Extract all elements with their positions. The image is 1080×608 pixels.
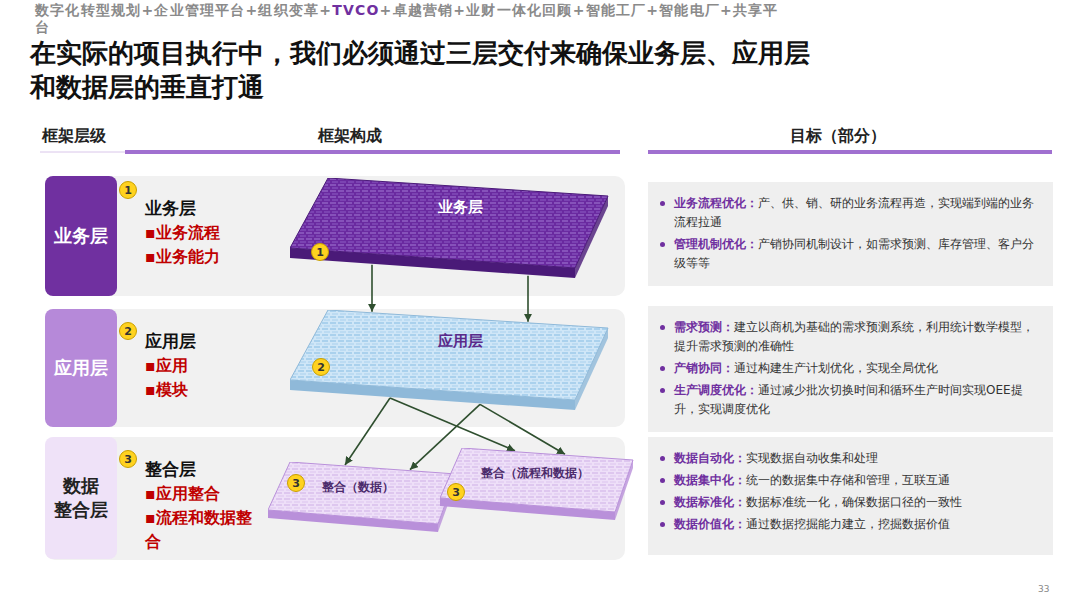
bullet-dot (660, 500, 665, 505)
goal-row: 管理机制优化：产销协同机制设计，如需求预测、库存管理、客户分级等等 (660, 235, 1041, 273)
plate-title: 应用层 (405, 332, 515, 351)
layer-tag: 应用层 (54, 356, 108, 380)
bullet-dot (660, 456, 665, 461)
band-text-block: 应用层▪应用▪模块 (145, 329, 265, 402)
breadcrumb: 数字化转型规划+企业管理平台+组织变革+TVCO+卓越营销+业财一体化回顾+智能… (35, 2, 780, 36)
layer-tag-box: 应用层 (45, 309, 117, 427)
column-header: 框架构成 (318, 126, 382, 147)
goal-text: 产销协同：通过构建生产计划优化，实现全局优化 (674, 359, 938, 378)
flow-arrow (371, 265, 373, 312)
bullet-dot (660, 478, 665, 483)
bullet-dot (660, 325, 665, 330)
callout-number: 1 (119, 181, 137, 199)
callout-number: 3 (287, 474, 305, 492)
bullet-dot (660, 366, 665, 371)
goal-row: 数据自动化：实现数据自动收集和处理 (660, 449, 1041, 468)
layer-tag: 业务层 (54, 224, 108, 248)
goal-text: 数据自动化：实现数据自动收集和处理 (674, 449, 878, 468)
flow-arrow (480, 404, 565, 454)
column-header: 框架层级 (42, 126, 106, 147)
layer-tag: 数据 整合层 (51, 474, 111, 522)
goal-box: 业务流程优化：产、供、销、研的业务流程再造，实现端到端的业务流程拉通管理机制优化… (648, 182, 1053, 286)
layer-heading: 业务层 (145, 196, 265, 221)
bullet-dot (660, 388, 665, 393)
goal-row: 数据价值化：通过数据挖掘能力建立，挖掘数据价值 (660, 515, 1041, 534)
goal-text: 业务流程优化：产、供、销、研的业务流程再造，实现端到端的业务流程拉通 (674, 194, 1041, 232)
layer-item: ▪业务能力 (145, 245, 265, 269)
band-text-block: 整合层▪应用整合▪流程和数据整合 (145, 457, 265, 554)
goal-box: 需求预测：建立以商机为基础的需求预测系统，利用统计数学模型，提升需求预测的准确性… (648, 306, 1053, 432)
layer-item: ▪模块 (145, 378, 265, 402)
goal-text: 数据标准化：数据标准统一化，确保数据口径的一致性 (674, 493, 962, 512)
flow-arrow (345, 398, 390, 465)
layer-heading: 整合层 (145, 457, 265, 482)
goal-row: 生产调度优化：通过减少批次切换时间和循环生产时间实现OEE提升，实现调度优化 (660, 381, 1041, 419)
plate-title: 整合（数据） (298, 479, 418, 496)
header-bar (125, 150, 620, 154)
layer-item: ▪流程和数据整合 (145, 506, 265, 554)
header-bar (648, 150, 1052, 154)
goal-row: 产销协同：通过构建生产计划优化，实现全局优化 (660, 359, 1041, 378)
layer-plate: 业务层 (290, 178, 610, 290)
callout-number: 3 (447, 483, 465, 501)
plate-drawing (440, 448, 635, 530)
layer-tag-box: 业务层 (45, 176, 117, 296)
layer-tag-box: 数据 整合层 (45, 437, 117, 559)
layer-item: ▪应用整合 (145, 482, 265, 506)
flow-arrow (390, 398, 515, 451)
callout-number: 2 (312, 358, 330, 376)
callout-number: 2 (119, 322, 137, 340)
goal-text: 需求预测：建立以商机为基础的需求预测系统，利用统计数学模型，提升需求预测的准确性 (674, 318, 1041, 356)
goal-text: 数据价值化：通过数据挖掘能力建立，挖掘数据价值 (674, 515, 950, 534)
plate-title: 业务层 (405, 198, 515, 217)
plate-drawing (290, 178, 610, 290)
page-number: 33 (1038, 584, 1049, 594)
goal-row: 数据集中化：统一的数据集中存储和管理，互联互通 (660, 471, 1041, 490)
goal-row: 业务流程优化：产、供、销、研的业务流程再造，实现端到端的业务流程拉通 (660, 194, 1041, 232)
callout-number: 1 (311, 243, 329, 261)
band-text-block: 业务层▪业务流程▪业务能力 (145, 196, 265, 269)
column-header: 目标（部分） (790, 126, 886, 147)
goal-row: 数据标准化：数据标准统一化，确保数据口径的一致性 (660, 493, 1041, 512)
layer-plate: 整合（流程和数据） (440, 448, 635, 530)
goal-text: 数据集中化：统一的数据集中存储和管理，互联互通 (674, 471, 950, 490)
layer-plate: 应用层 (290, 310, 610, 422)
plate-face (290, 178, 608, 268)
layer-item: ▪业务流程 (145, 221, 265, 245)
layer-heading: 应用层 (145, 329, 265, 354)
plate-drawing (290, 310, 610, 422)
plate-face (440, 448, 633, 512)
goal-text: 管理机制优化：产销协同机制设计，如需求预测、库存管理、客户分级等等 (674, 235, 1041, 273)
bullet-dot (660, 242, 665, 247)
layer-item: ▪应用 (145, 354, 265, 378)
plate-face (290, 310, 608, 400)
goal-box: 数据自动化：实现数据自动收集和处理数据集中化：统一的数据集中存储和管理，互联互通… (648, 437, 1053, 555)
plate-title: 整合（流程和数据） (472, 465, 597, 482)
goal-text: 生产调度优化：通过减少批次切换时间和循环生产时间实现OEE提升，实现调度优化 (674, 381, 1041, 419)
bullet-dot (660, 201, 665, 206)
slide-title: 在实际的项目执行中，我们必须通过三层交付来确保业务层、应用层和数据层的垂直打通 (30, 36, 830, 104)
flow-arrow (527, 276, 529, 322)
plate-face (268, 462, 456, 524)
callout-number: 3 (119, 450, 137, 468)
goal-row: 需求预测：建立以商机为基础的需求预测系统，利用统计数学模型，提升需求预测的准确性 (660, 318, 1041, 356)
bullet-dot (660, 522, 665, 527)
